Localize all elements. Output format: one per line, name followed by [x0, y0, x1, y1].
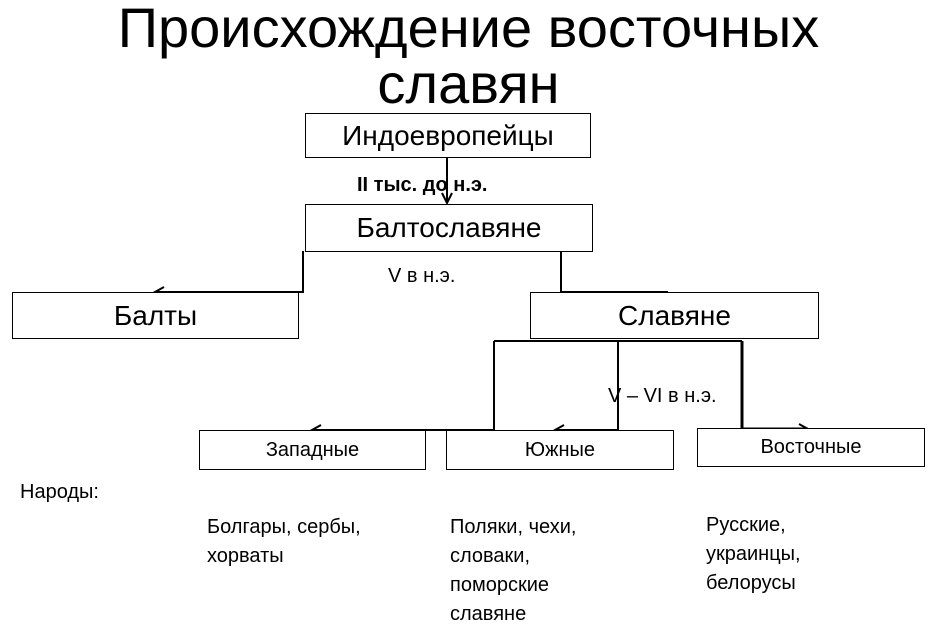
- title-line-2: славян: [377, 52, 560, 115]
- node-slavs: Славяне: [530, 292, 819, 339]
- node-label: Южные: [524, 438, 596, 461]
- node-indo-europeans: Индоевропейцы: [305, 113, 591, 158]
- peoples-east: Русские, украинцы, белорусы: [706, 514, 801, 594]
- node-balts: Балты: [12, 292, 299, 339]
- title-line-1: Происхождение восточных: [117, 0, 820, 59]
- node-east-slavs: Восточные: [697, 428, 925, 467]
- node-label: Славяне: [618, 299, 731, 331]
- edge-label-5th-century: V в н.э.: [388, 265, 456, 287]
- node-label: Индоевропейцы: [342, 119, 554, 151]
- node-label: Восточные: [760, 436, 862, 458]
- node-west-slavs: Западные: [199, 430, 426, 470]
- peoples-south: Поляки, чехи, словаки, поморские славяне: [450, 516, 577, 625]
- peoples-label: Народы:: [20, 481, 99, 503]
- edge-slavs-east: [740, 341, 808, 431]
- node-label: Балты: [113, 299, 198, 331]
- node-south-slavs: Южные: [446, 430, 674, 470]
- node-balto-slavs: Балтославяне: [305, 204, 593, 252]
- peoples-west: Болгары, сербы, хорваты: [207, 516, 361, 567]
- edge-label-5th-6th-century: V – VI в н.э.: [608, 385, 717, 407]
- arrow-down-icon: [441, 192, 453, 206]
- edge-baltoslav-balts: [155, 251, 304, 293]
- node-label: Западные: [265, 438, 360, 461]
- edge-baltoslav-slavs: [560, 251, 668, 293]
- edge-slavs-west: [312, 341, 495, 431]
- node-label: Балтославяне: [356, 212, 542, 243]
- edge-label-2nd-millennium-bc: II тыс. до н.э.: [357, 174, 488, 196]
